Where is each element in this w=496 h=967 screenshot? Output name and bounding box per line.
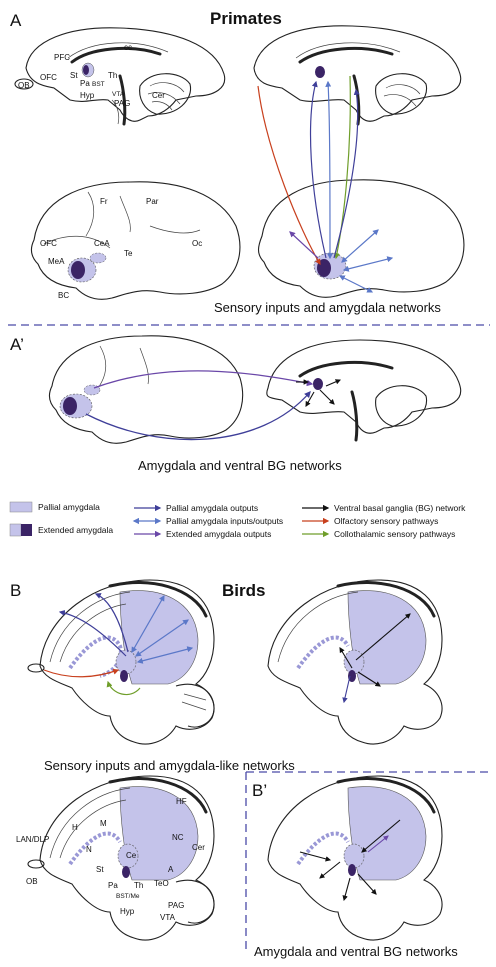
legend-swatch-extended-light	[10, 524, 21, 536]
label-th: Th	[108, 71, 117, 80]
label-ofc-lat: OFC	[40, 239, 57, 248]
caption-primate-bg: Amygdala and ventral BG networks	[138, 458, 342, 473]
label-cea: CeA	[94, 239, 110, 248]
pallial-inout-arrow-2	[342, 230, 378, 262]
label-bst: BST	[92, 81, 105, 88]
legend-bg: Ventral basal ganglia (BG) network	[334, 503, 466, 513]
pallial-inout-arrow-3	[344, 258, 392, 270]
bird-bg-arrow-b2-3	[320, 862, 340, 878]
legend-inout: Pallial amygdala inputs/outputs	[166, 516, 283, 526]
label-hf: HF	[176, 797, 187, 806]
legend-ext-out: Extended amygdala outputs	[166, 529, 271, 539]
label-hyp: Hyp	[80, 91, 95, 100]
label-st-bird: St	[96, 865, 104, 874]
label-bst-me: BST/Me	[116, 893, 140, 900]
bird-brain-4	[268, 776, 442, 940]
panel-a-prime-label: A’	[10, 335, 24, 354]
legend-extended: Extended amygdala	[38, 525, 113, 535]
pallial-output-arrow-1	[311, 82, 326, 258]
label-pa-bird: Pa	[108, 881, 118, 890]
label-hyp-bird: Hyp	[120, 907, 135, 916]
label-n: N	[86, 845, 92, 854]
label-mea: MeA	[48, 257, 65, 266]
pallial-inout-arrow-4	[340, 276, 372, 292]
label-teo: TeO	[154, 879, 169, 888]
legend-collo: Collothalamic sensory pathways	[334, 529, 455, 539]
label-ob: OB	[18, 81, 30, 90]
label-pag: PAG	[114, 99, 130, 108]
label-pfc: PFC	[54, 53, 70, 62]
label-cc: cc	[124, 43, 132, 52]
label-par: Par	[146, 197, 159, 206]
label-ce: Ce	[126, 851, 137, 860]
label-lan-dlp: LAN/DLP	[16, 835, 49, 844]
caption-bird-sensory: Sensory inputs and amygdala-like network…	[44, 758, 295, 773]
bird-bg-arrow-b2-5	[344, 878, 350, 900]
label-vta: VTA	[112, 91, 125, 98]
caption-primate-sensory: Sensory inputs and amygdala networks	[214, 300, 441, 315]
label-pag-bird: PAG	[168, 901, 184, 910]
panel-b-label: B	[10, 581, 21, 600]
legend-swatch-pallial	[10, 502, 32, 512]
label-ofc: OFC	[40, 73, 57, 82]
label-oc: Oc	[192, 239, 202, 248]
primate-bg-medial-brain	[267, 340, 461, 440]
primates-title: Primates	[210, 9, 282, 28]
label-fr: Fr	[100, 197, 108, 206]
extended-output-arrow	[290, 232, 318, 258]
legend-primates: Pallial amygdala Extended amygdala Palli…	[10, 502, 466, 539]
bird-brain-2	[268, 580, 442, 744]
label-cer-bird: Cer	[192, 843, 205, 852]
label-cer: Cer	[152, 91, 165, 100]
bg-arrow-a2-2	[320, 390, 334, 404]
bird-out-arrow-3	[344, 676, 350, 702]
label-th-bird: Th	[134, 881, 143, 890]
extended-output-arrow-a2	[94, 371, 312, 388]
legend-out: Pallial amygdala outputs	[166, 503, 258, 513]
bird-brain-1	[28, 580, 214, 744]
label-nc: NC	[172, 833, 184, 842]
birds-title: Birds	[222, 581, 265, 600]
label-h: H	[72, 823, 78, 832]
bird-out-arrow-1	[60, 612, 126, 656]
label-ob-bird: OB	[26, 877, 38, 886]
label-te: Te	[124, 249, 133, 258]
label-pa: Pa	[80, 79, 90, 88]
bg-arrow-a2-4	[306, 392, 314, 406]
legend-pallial: Pallial amygdala	[38, 502, 100, 512]
pallial-inout-arrow-1	[328, 82, 330, 258]
label-m: M	[100, 819, 107, 828]
bg-arrow-a2-3	[326, 380, 340, 386]
primate-bg-lateral-brain	[49, 336, 242, 443]
legend-olf: Olfactory sensory pathways	[334, 516, 438, 526]
primate-lateral-brain	[31, 182, 240, 299]
pallial-output-arrow-2	[334, 90, 358, 258]
label-a: A	[168, 865, 174, 874]
panel-b-prime-label: B’	[252, 781, 267, 800]
label-bc: BC	[58, 291, 69, 300]
panel-a-label: A	[10, 11, 22, 30]
label-vta-bird: VTA	[160, 913, 176, 922]
caption-bird-bg: Amygdala and ventral BG networks	[254, 944, 458, 959]
legend-swatch-extended-dark	[21, 524, 32, 536]
label-st: St	[70, 71, 78, 80]
